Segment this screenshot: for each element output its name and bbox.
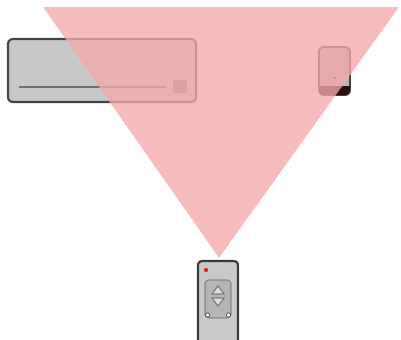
ir-signal-beam	[43, 7, 399, 258]
remote-button-right	[226, 312, 231, 318]
ir-led-indicator	[204, 268, 208, 272]
remote-control	[196, 259, 240, 340]
arrow-down-icon	[211, 297, 225, 307]
remote-button-left	[205, 312, 210, 318]
arrow-up-icon	[211, 285, 225, 295]
